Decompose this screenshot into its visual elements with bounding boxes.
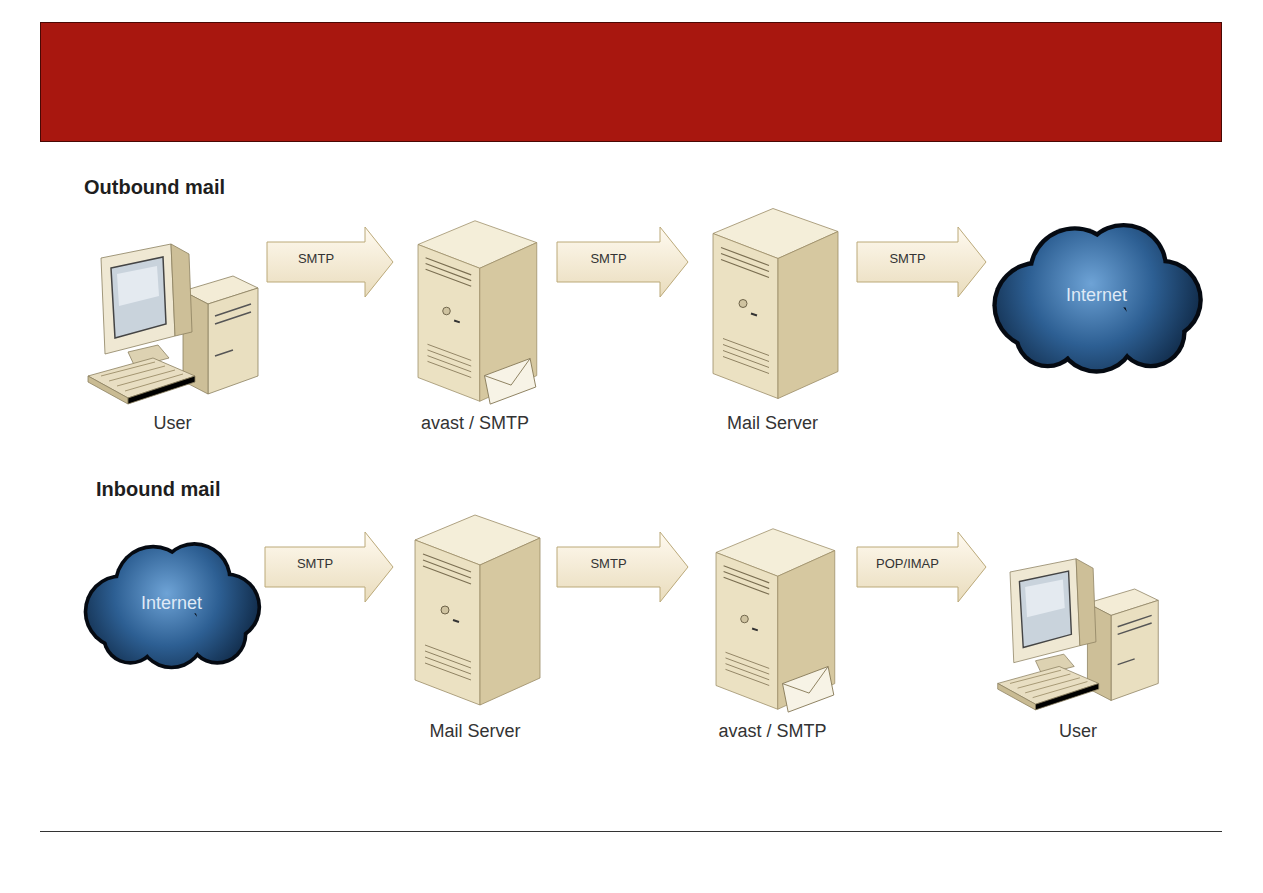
server-node: Mail Server	[395, 506, 555, 742]
block-arrow	[557, 227, 688, 297]
protocol-label: POP/IMAP	[876, 556, 939, 572]
node-label: User	[1059, 720, 1097, 742]
server-node: avast / SMTP	[395, 216, 555, 434]
server-node: Mail Server	[690, 201, 855, 434]
cloud-label: Internet	[141, 592, 202, 614]
block-arrow	[267, 227, 393, 297]
device-icon	[703, 201, 843, 406]
node-label: Mail Server	[429, 720, 520, 742]
title-banner	[40, 22, 1222, 142]
device-icon	[405, 216, 545, 406]
internet-cloud: Internet	[80, 520, 263, 685]
block-arrow	[265, 532, 393, 602]
protocol-label: SMTP	[590, 251, 626, 267]
protocol-label: SMTP	[297, 556, 333, 572]
node-label: avast / SMTP	[421, 412, 529, 434]
icon-graphic	[418, 221, 537, 404]
icon-graphic	[88, 244, 258, 404]
icon-graphic	[84, 542, 262, 669]
node-label: Mail Server	[727, 412, 818, 434]
node-label: avast / SMTP	[718, 720, 826, 742]
device-icon	[405, 506, 545, 714]
icon-graphic	[992, 223, 1202, 374]
footer-rule	[40, 831, 1222, 832]
section-heading: Inbound mail	[96, 478, 220, 501]
device-icon	[83, 236, 263, 406]
protocol-label: SMTP	[298, 251, 334, 267]
icon-graphic	[998, 559, 1159, 710]
device-icon	[993, 549, 1163, 714]
cloud-label: Internet	[1066, 284, 1127, 306]
device-icon	[703, 524, 843, 714]
user-computer: User	[988, 549, 1168, 742]
icon-graphic	[415, 515, 540, 705]
section-heading: Outbound mail	[84, 176, 225, 199]
internet-cloud: Internet	[988, 212, 1205, 377]
icon-graphic	[713, 209, 838, 399]
node-label: User	[153, 412, 191, 434]
user-computer: User	[80, 236, 265, 434]
block-arrow	[557, 532, 688, 602]
icon-graphic	[716, 529, 835, 712]
block-arrow	[857, 532, 986, 602]
protocol-label: SMTP	[889, 251, 925, 267]
block-arrow	[857, 227, 986, 297]
protocol-label: SMTP	[590, 556, 626, 572]
server-node: avast / SMTP	[690, 524, 855, 742]
